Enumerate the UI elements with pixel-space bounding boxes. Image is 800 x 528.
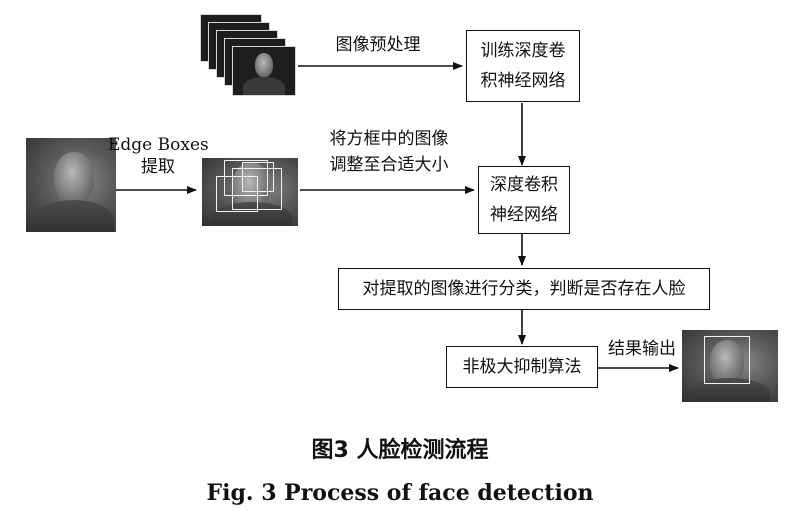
box-nms: 非极大抑制算法 [446,346,598,388]
label-edge-boxes-line2: 提取 [141,157,175,177]
candidate-boxes-photo [202,158,298,226]
face [710,340,744,384]
candidate-box [216,176,258,212]
label-resize: 将方框中的图像 调整至合适大小 [314,126,464,178]
label-resize-line1: 将方框中的图像 [329,129,449,149]
box-cnn: 深度卷积 神经网络 [478,166,570,234]
caption-english: Fig. 3 Process of face detection [206,480,594,506]
face-thumbnail [255,53,273,77]
shoulder [690,378,770,402]
box-train-cnn-line2: 积神经网络 [480,71,566,91]
label-edge-boxes: Edge Boxes 提取 [108,134,209,178]
shoulder [34,200,114,232]
stack-sheet-front [232,46,296,96]
candidate-box [242,162,274,192]
shoulder [212,202,292,226]
caption-chinese: 图3 人脸检测流程 [311,438,489,463]
box-cnn-line1: 深度卷积 [490,175,558,195]
detection-box [704,336,750,384]
label-resize-line2: 调整至合适大小 [329,155,449,175]
candidate-box [224,160,268,196]
original-photo [26,138,116,232]
box-train-cnn: 训练深度卷 积神经网络 [466,30,580,102]
label-preprocess: 图像预处理 [335,35,421,55]
box-train-cnn-line1: 训练深度卷 [480,41,566,61]
face [54,152,94,204]
shoulder-thumbnail [243,77,285,95]
box-classify: 对提取的图像进行分类，判断是否存在人脸 [338,268,710,310]
label-output: 结果输出 [608,339,676,359]
result-photo [682,330,778,402]
box-cnn-line2: 神经网络 [490,205,558,225]
label-edge-boxes-line1: Edge Boxes [108,135,209,155]
